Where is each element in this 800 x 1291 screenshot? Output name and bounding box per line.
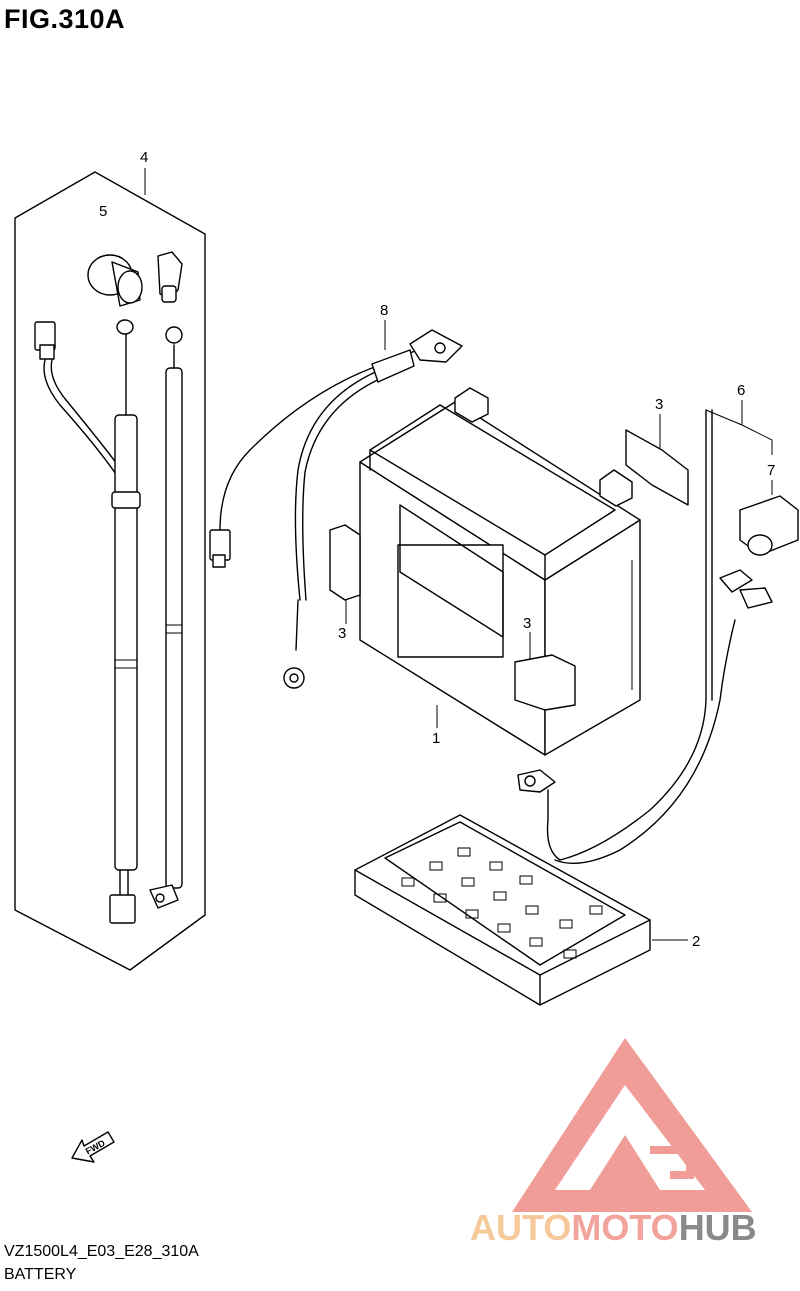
watermark-moto: MOTO xyxy=(571,1207,678,1248)
cap-part xyxy=(87,251,183,307)
harness-connector-left xyxy=(34,321,56,360)
callout-leaders xyxy=(144,168,773,941)
callout-label-tray: 2 xyxy=(692,933,700,950)
watermark-text: AUTOMOTOHUB xyxy=(470,1207,757,1248)
footer-name: BATTERY xyxy=(4,1266,77,1283)
pad-left-part xyxy=(329,524,361,601)
lead-part xyxy=(517,409,799,865)
figure-title: FIG.310A xyxy=(4,4,126,34)
pad-top-part xyxy=(625,429,689,506)
callout-label-pad-left: 3 xyxy=(338,625,346,642)
callout-label-cover: 7 xyxy=(767,462,775,479)
callout-label-cap: 5 xyxy=(99,203,107,220)
svg-text:AUTOMOTOHUB: AUTOMOTOHUB xyxy=(470,1207,757,1248)
fwd-arrow-icon: FWD xyxy=(71,1131,115,1163)
harness-assembly xyxy=(14,171,206,971)
callout-label-battery: 1 xyxy=(432,730,440,747)
watermark-logo xyxy=(512,1038,752,1212)
watermark-auto: AUTO xyxy=(470,1207,571,1248)
callout-label-cable: 8 xyxy=(380,302,388,319)
callout-label-harness: 4 xyxy=(140,149,148,166)
cable-part xyxy=(209,329,463,689)
footer-code: VZ1500L4_E03_E28_310A xyxy=(4,1243,199,1260)
watermark-hub: HUB xyxy=(679,1207,757,1248)
callout-label-pad-top: 3 xyxy=(655,396,663,413)
tray-part xyxy=(354,814,651,1006)
battery-part xyxy=(359,387,641,756)
callout-label-pad-front: 3 xyxy=(523,615,531,632)
callout-label-lead: 6 xyxy=(737,382,745,399)
